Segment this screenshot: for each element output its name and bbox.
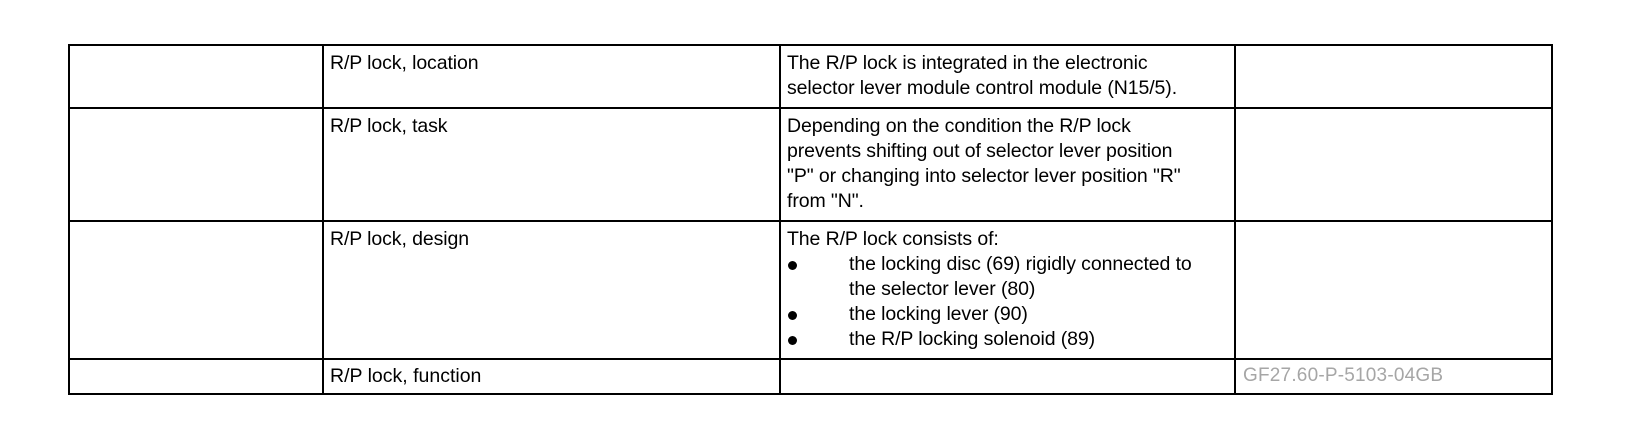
row-design-topic: R/P lock, design <box>330 228 469 250</box>
row-function-topic-cell: R/P lock, function <box>322 358 781 395</box>
list-item: the locking disc (69) rigidly connected … <box>787 252 1228 302</box>
row-task-reference-cell <box>1234 107 1553 222</box>
list-item-label: the locking disc (69) rigidly connected … <box>849 253 1192 300</box>
list-item-label: the R/P locking solenoid (89) <box>849 328 1096 350</box>
row-task-col-a <box>68 107 324 222</box>
list-item-label: the locking lever (90) <box>849 303 1028 325</box>
list-item: the R/P locking solenoid (89) <box>787 327 1228 352</box>
row-task-description-cell: Depending on the condition the R/P lock … <box>779 107 1236 222</box>
bullet-icon <box>788 311 797 320</box>
row-function-description-cell <box>779 358 1236 395</box>
row-task-description: Depending on the condition the R/P lock … <box>781 109 1234 220</box>
specification-table: R/P lock, location The R/P lock is integ… <box>68 44 1553 395</box>
row-design-col-a <box>68 220 324 360</box>
list-item: the locking lever (90) <box>787 302 1228 327</box>
bullet-icon <box>788 336 797 345</box>
table-row: R/P lock, design The R/P lock consists o… <box>68 220 1553 360</box>
description-line: "P" or changing into selector lever posi… <box>787 165 1181 187</box>
table-row: R/P lock, location The R/P lock is integ… <box>68 44 1553 109</box>
row-location-topic: R/P lock, location <box>330 52 479 74</box>
row-function-topic: R/P lock, function <box>330 365 482 387</box>
description-line: prevents shifting out of selector lever … <box>787 140 1173 162</box>
row-task-topic: R/P lock, task <box>330 115 448 137</box>
row-task-topic-cell: R/P lock, task <box>322 107 781 222</box>
description-line: The R/P lock is integrated in the electr… <box>787 52 1148 74</box>
description-line: selector lever module control module (N1… <box>787 77 1178 99</box>
row-location-description-cell: The R/P lock is integrated in the electr… <box>779 44 1236 109</box>
row-function-reference-cell: GF27.60-P-5103-04GB <box>1234 358 1553 395</box>
row-location-topic-cell: R/P lock, location <box>322 44 781 109</box>
row-location-reference-cell <box>1234 44 1553 109</box>
row-location-col-a <box>68 44 324 109</box>
design-component-list: the locking disc (69) rigidly connected … <box>787 252 1228 352</box>
table-row: R/P lock, function GF27.60-P-5103-04GB <box>68 358 1553 395</box>
row-design-description-cell: The R/P lock consists of: the locking di… <box>779 220 1236 360</box>
row-location-description: The R/P lock is integrated in the electr… <box>781 46 1234 107</box>
description-line: The R/P lock consists of: <box>787 228 999 250</box>
bullet-icon <box>788 261 797 270</box>
description-line: Depending on the condition the R/P lock <box>787 115 1131 137</box>
row-function-col-a <box>68 358 324 395</box>
row-design-topic-cell: R/P lock, design <box>322 220 781 360</box>
description-line: from "N". <box>787 190 864 212</box>
table-row: R/P lock, task Depending on the conditio… <box>68 107 1553 222</box>
row-design-reference-cell <box>1234 220 1553 360</box>
document-reference-code: GF27.60-P-5103-04GB <box>1243 365 1444 386</box>
row-design-description: The R/P lock consists of: the locking di… <box>781 222 1234 358</box>
